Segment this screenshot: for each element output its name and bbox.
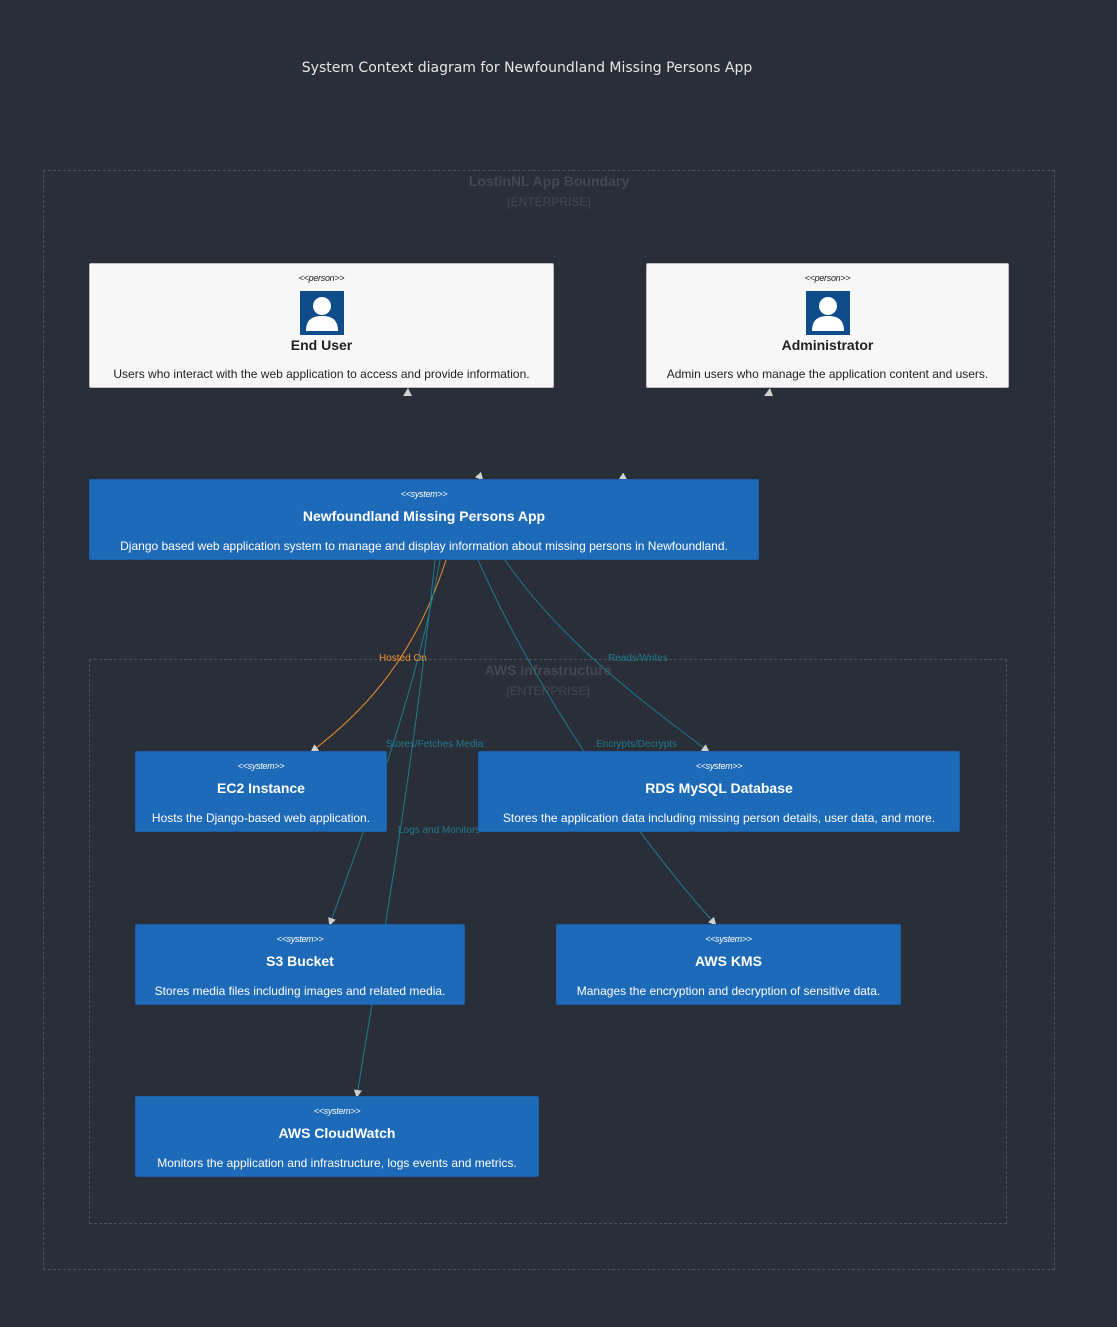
lostinnl-boundary: LostinNL App Boundary [ENTERPRISE] [43, 170, 1055, 1270]
edge-label-encrypts: Encrypts/Decrypts [596, 739, 677, 750]
node-description: Admin users who manage the application c… [666, 367, 989, 381]
stereotype: <<system>> [400, 489, 448, 499]
s3-node[interactable]: <<system>> S3 Bucket Stores media files … [135, 924, 465, 1005]
arrowhead-admin [764, 388, 773, 396]
edge-end-user-to-app [404, 392, 484, 481]
node-description: Stores the application data including mi… [502, 811, 936, 825]
edge-label-reads-writes: Reads/Writes [608, 653, 668, 664]
node-name: AWS CloudWatch [278, 1125, 396, 1141]
edge-label-hosted-on: Hosted On [379, 653, 427, 664]
rds-node[interactable]: <<system>> RDS MySQL Database Stores the… [478, 751, 960, 832]
edge-admin-to-app [618, 392, 769, 481]
cloudwatch-node[interactable]: <<system>> AWS CloudWatch Monitors the a… [135, 1096, 539, 1177]
stereotype: <<system>> [695, 761, 743, 771]
stereotype: <<system>> [237, 761, 285, 771]
edge-label-stores-fetches: Stores/Fetches Media [386, 739, 484, 750]
stereotype: <<person>> [298, 273, 345, 283]
node-name: End User [290, 337, 353, 353]
boundary-title: LostinNL App Boundary [468, 173, 630, 189]
boundary-type: [ENTERPRISE] [507, 195, 591, 209]
ec2-node[interactable]: <<system>> EC2 Instance Hosts the Django… [135, 751, 387, 832]
stereotype: <<person>> [804, 273, 851, 283]
node-description: Monitors the application and infrastruct… [157, 1156, 517, 1170]
arrowhead-end-user [403, 388, 412, 396]
boundary-title: AWS Infrastructure [484, 662, 612, 678]
app-system-node[interactable]: <<system>> Newfoundland Missing Persons … [89, 479, 759, 560]
edge-label-logs: Logs and Monitors [398, 825, 480, 836]
node-name: S3 Bucket [266, 953, 334, 969]
kms-node[interactable]: <<system>> AWS KMS Manages the encryptio… [556, 924, 901, 1005]
node-name: AWS KMS [695, 953, 762, 969]
person-icon [805, 291, 850, 335]
node-name: EC2 Instance [217, 780, 305, 796]
person-icon [299, 291, 344, 335]
stereotype: <<system>> [313, 1106, 361, 1116]
diagram-title: System Context diagram for Newfoundland … [301, 60, 753, 76]
edge-hosted-on [310, 559, 447, 753]
node-name: RDS MySQL Database [645, 780, 793, 796]
node-description: Users who interact with the web applicat… [113, 367, 530, 381]
edge-logs [353, 559, 436, 1098]
edge-reads-writes [504, 559, 710, 753]
node-description: Stores media files including images and … [154, 984, 446, 998]
aws-boundary: AWS Infrastructure [ENTERPRISE] [89, 659, 1007, 1224]
node-name: Newfoundland Missing Persons App [302, 508, 546, 524]
end-user-node[interactable]: <<person>> End User Users who interact w… [89, 263, 554, 388]
node-name: Administrator [781, 337, 874, 353]
node-description: Manages the encryption and decryption of… [576, 984, 881, 998]
node-description: Hosts the Django-based web application. [151, 811, 371, 825]
stereotype: <<system>> [276, 934, 324, 944]
administrator-node[interactable]: <<person>> Administrator Admin users who… [646, 263, 1009, 388]
stereotype: <<system>> [705, 934, 752, 944]
boundary-type: [ENTERPRISE] [506, 684, 590, 698]
node-description: Django based web application system to m… [120, 539, 728, 553]
